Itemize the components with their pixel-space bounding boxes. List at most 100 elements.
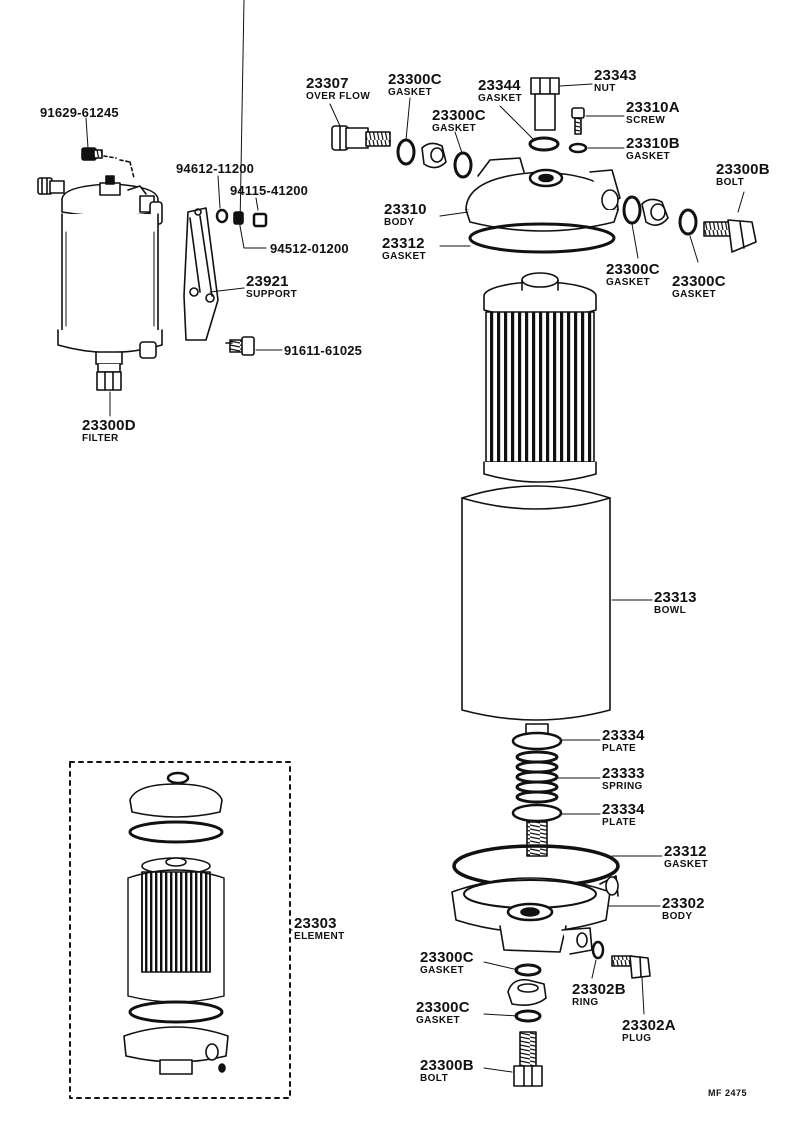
part-name: NUT [594,83,616,94]
body-23310 [465,157,621,254]
part-name: GASKET [672,289,717,300]
part-number: 23300B [420,1057,474,1074]
part-name: BODY [662,911,693,922]
label-23300d: 23300D FILTER [82,418,136,444]
diagram-code: MF 2475 [708,1088,748,1098]
label-23343: 23343 NUT [594,68,637,94]
part-number: 23344 [478,77,521,94]
part-number: 23300C [432,107,486,124]
label-23300c-right2: 23300C GASKET [672,274,726,300]
gasket-23344 [528,136,560,152]
part-name: BOLT [716,177,745,188]
part-number: 23312 [382,235,425,252]
plate-23334-a [511,731,563,751]
element-group-23303 [69,761,291,1099]
label-23303: 23303 ELEMENT [294,916,345,942]
bolt-91611 [225,336,255,356]
label-23300b-top: 23300B BOLT [716,162,770,188]
plate-23334-b [511,803,563,823]
label-23310a: 23310A SCREW [626,100,680,126]
label-23313: 23313 BOWL [654,590,697,616]
label-23302: 23302 BODY [662,896,705,922]
part-number: 23310A [626,99,680,116]
gasket-23300c-b [453,151,473,179]
nut-23343 [530,77,560,131]
part-name: GASKET [416,1015,461,1026]
part-name: GASKET [432,123,477,134]
label-23312-top: 23312 GASKET [382,236,426,262]
label-94612: 94612-11200 [176,162,254,175]
part-name: SCREW [626,115,666,126]
bolt-23300b-bottom [513,1031,543,1087]
ring-23302b [591,940,605,960]
part-number: 23300C [388,71,442,88]
assembled-filter-23300d [37,147,163,391]
part-name: BOWL [654,605,687,616]
part-number: 23312 [664,843,707,860]
part-number: 23343 [594,67,637,84]
part-name: RING [572,997,599,1008]
part-number: 23300B [716,161,770,178]
label-23302b: 23302B RING [572,982,626,1008]
label-23333: 23333 SPRING [602,766,645,792]
part-number: 23921 [246,273,289,290]
part-number: 94115-41200 [230,183,309,198]
part-name: FILTER [82,433,119,444]
part-name: PLATE [602,817,637,828]
gasket-23300c-a [396,138,416,166]
label-94512: 94512-01200 [270,242,349,255]
label-94115: 94115-41200 [230,184,308,197]
support-bracket-23921 [183,207,219,341]
label-23300b-bottom: 23300B BOLT [420,1058,474,1084]
part-name: SPRING [602,781,643,792]
part-number: 23334 [602,801,645,818]
part-name: ELEMENT [294,931,345,942]
part-name: GASKET [626,151,671,162]
part-name: GASKET [420,965,465,976]
center-stud [526,821,548,857]
part-name: GASKET [606,277,651,288]
part-number: 23334 [602,727,645,744]
label-91611: 91611-61025 [284,344,362,357]
part-number: 23300C [672,273,726,290]
gasket-23310b [568,142,588,154]
part-number: 23302B [572,981,626,998]
part-number: 23310B [626,135,680,152]
over-flow-valve-23307 [331,125,391,151]
part-name: GASKET [478,93,523,104]
gasket-23300c-d [678,208,698,236]
label-23334-b: 23334 PLATE [602,802,645,828]
spring-23333 [515,750,559,804]
leader-lines [85,0,745,1073]
part-number: 23300C [606,261,660,278]
part-number: 23333 [602,765,645,782]
part-name: BODY [384,217,415,228]
bowl-23313 [461,485,611,721]
gasket-23300c-e [514,963,542,977]
part-number: 23310 [384,201,427,218]
part-number: 23302 [662,895,705,912]
part-name: GASKET [664,859,709,870]
gasket-23300c-f [514,1009,542,1023]
nut-94512 [233,211,244,225]
label-23310b: 23310B GASKET [626,136,680,162]
screw-23310a [571,107,585,135]
label-23302a: 23302A PLUG [622,1018,676,1044]
washer-94612 [215,208,229,224]
part-number: 23300C [420,949,474,966]
plug-23302a [611,955,651,979]
part-number: 91611-61025 [284,343,363,358]
part-name: SUPPORT [246,289,298,300]
label-23310: 23310 BODY [384,202,427,228]
part-number: 94612-11200 [176,161,255,176]
label-23300c-right1: 23300C GASKET [606,262,660,288]
part-number: 23313 [654,589,697,606]
part-name: OVER FLOW [306,91,371,102]
label-91629: 91629-61245 [40,106,119,119]
label-23300c-bottom1: 23300C GASKET [420,950,474,976]
label-23300c-top1: 23300C GASKET [388,72,442,98]
nut-94115 [252,212,268,228]
bolt-23300b-top [703,219,757,253]
part-name: BOLT [420,1073,449,1084]
